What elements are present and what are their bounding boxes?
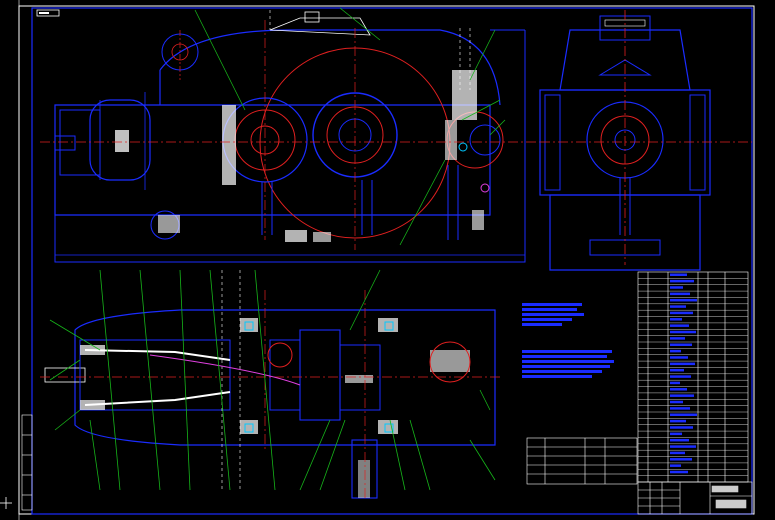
parts-list-entry xyxy=(670,413,697,416)
parts-list-entry xyxy=(670,292,690,296)
crosshair-cursor-icon xyxy=(0,497,12,509)
parts-list-entry xyxy=(670,400,683,404)
parts-list-entry xyxy=(670,330,696,334)
parts-list-entry xyxy=(670,394,694,397)
parts-list-entry xyxy=(670,375,691,378)
parts-list-entry xyxy=(670,368,684,372)
corner-tag xyxy=(36,9,60,17)
parts-list-entry xyxy=(670,362,695,366)
parts-list-entry xyxy=(670,318,682,321)
parts-list-entry xyxy=(670,343,692,346)
parts-list-entry xyxy=(670,356,688,359)
parts-list-entry xyxy=(670,464,681,467)
parts-list-entry xyxy=(670,305,686,308)
parts-list-entry xyxy=(670,407,690,410)
parts-list-entry xyxy=(670,458,692,461)
plan-section-view xyxy=(40,270,500,500)
sheet-border xyxy=(18,5,755,515)
parts-list-entry xyxy=(670,273,687,276)
parts-list-entry xyxy=(670,286,683,289)
parts-list-entry xyxy=(670,451,685,455)
revision-strip xyxy=(21,414,33,511)
parts-list-entry xyxy=(670,419,686,423)
parts-list-entry xyxy=(670,324,689,327)
parts-list xyxy=(637,271,749,483)
title-block xyxy=(637,481,753,515)
parts-list-rows xyxy=(638,273,748,476)
parts-list-entry xyxy=(670,470,688,474)
leader-lines xyxy=(49,7,506,491)
parts-list-entry xyxy=(670,381,680,385)
parts-list-entry xyxy=(670,349,681,353)
parts-list-entry xyxy=(670,426,693,429)
side-view xyxy=(539,10,752,271)
drawing-frame xyxy=(31,7,753,515)
parts-list-entry xyxy=(670,279,694,283)
parts-list-entry xyxy=(670,298,697,302)
parts-list-entry xyxy=(670,388,687,391)
front-view xyxy=(40,10,540,263)
technical-notes xyxy=(522,303,614,378)
parts-list-entry xyxy=(670,311,693,315)
parts-list-entry xyxy=(670,432,682,436)
characteristics-table xyxy=(526,437,638,485)
parts-list-entry xyxy=(670,438,689,442)
parts-list-entry xyxy=(670,337,685,340)
parts-list-entry xyxy=(670,445,696,448)
